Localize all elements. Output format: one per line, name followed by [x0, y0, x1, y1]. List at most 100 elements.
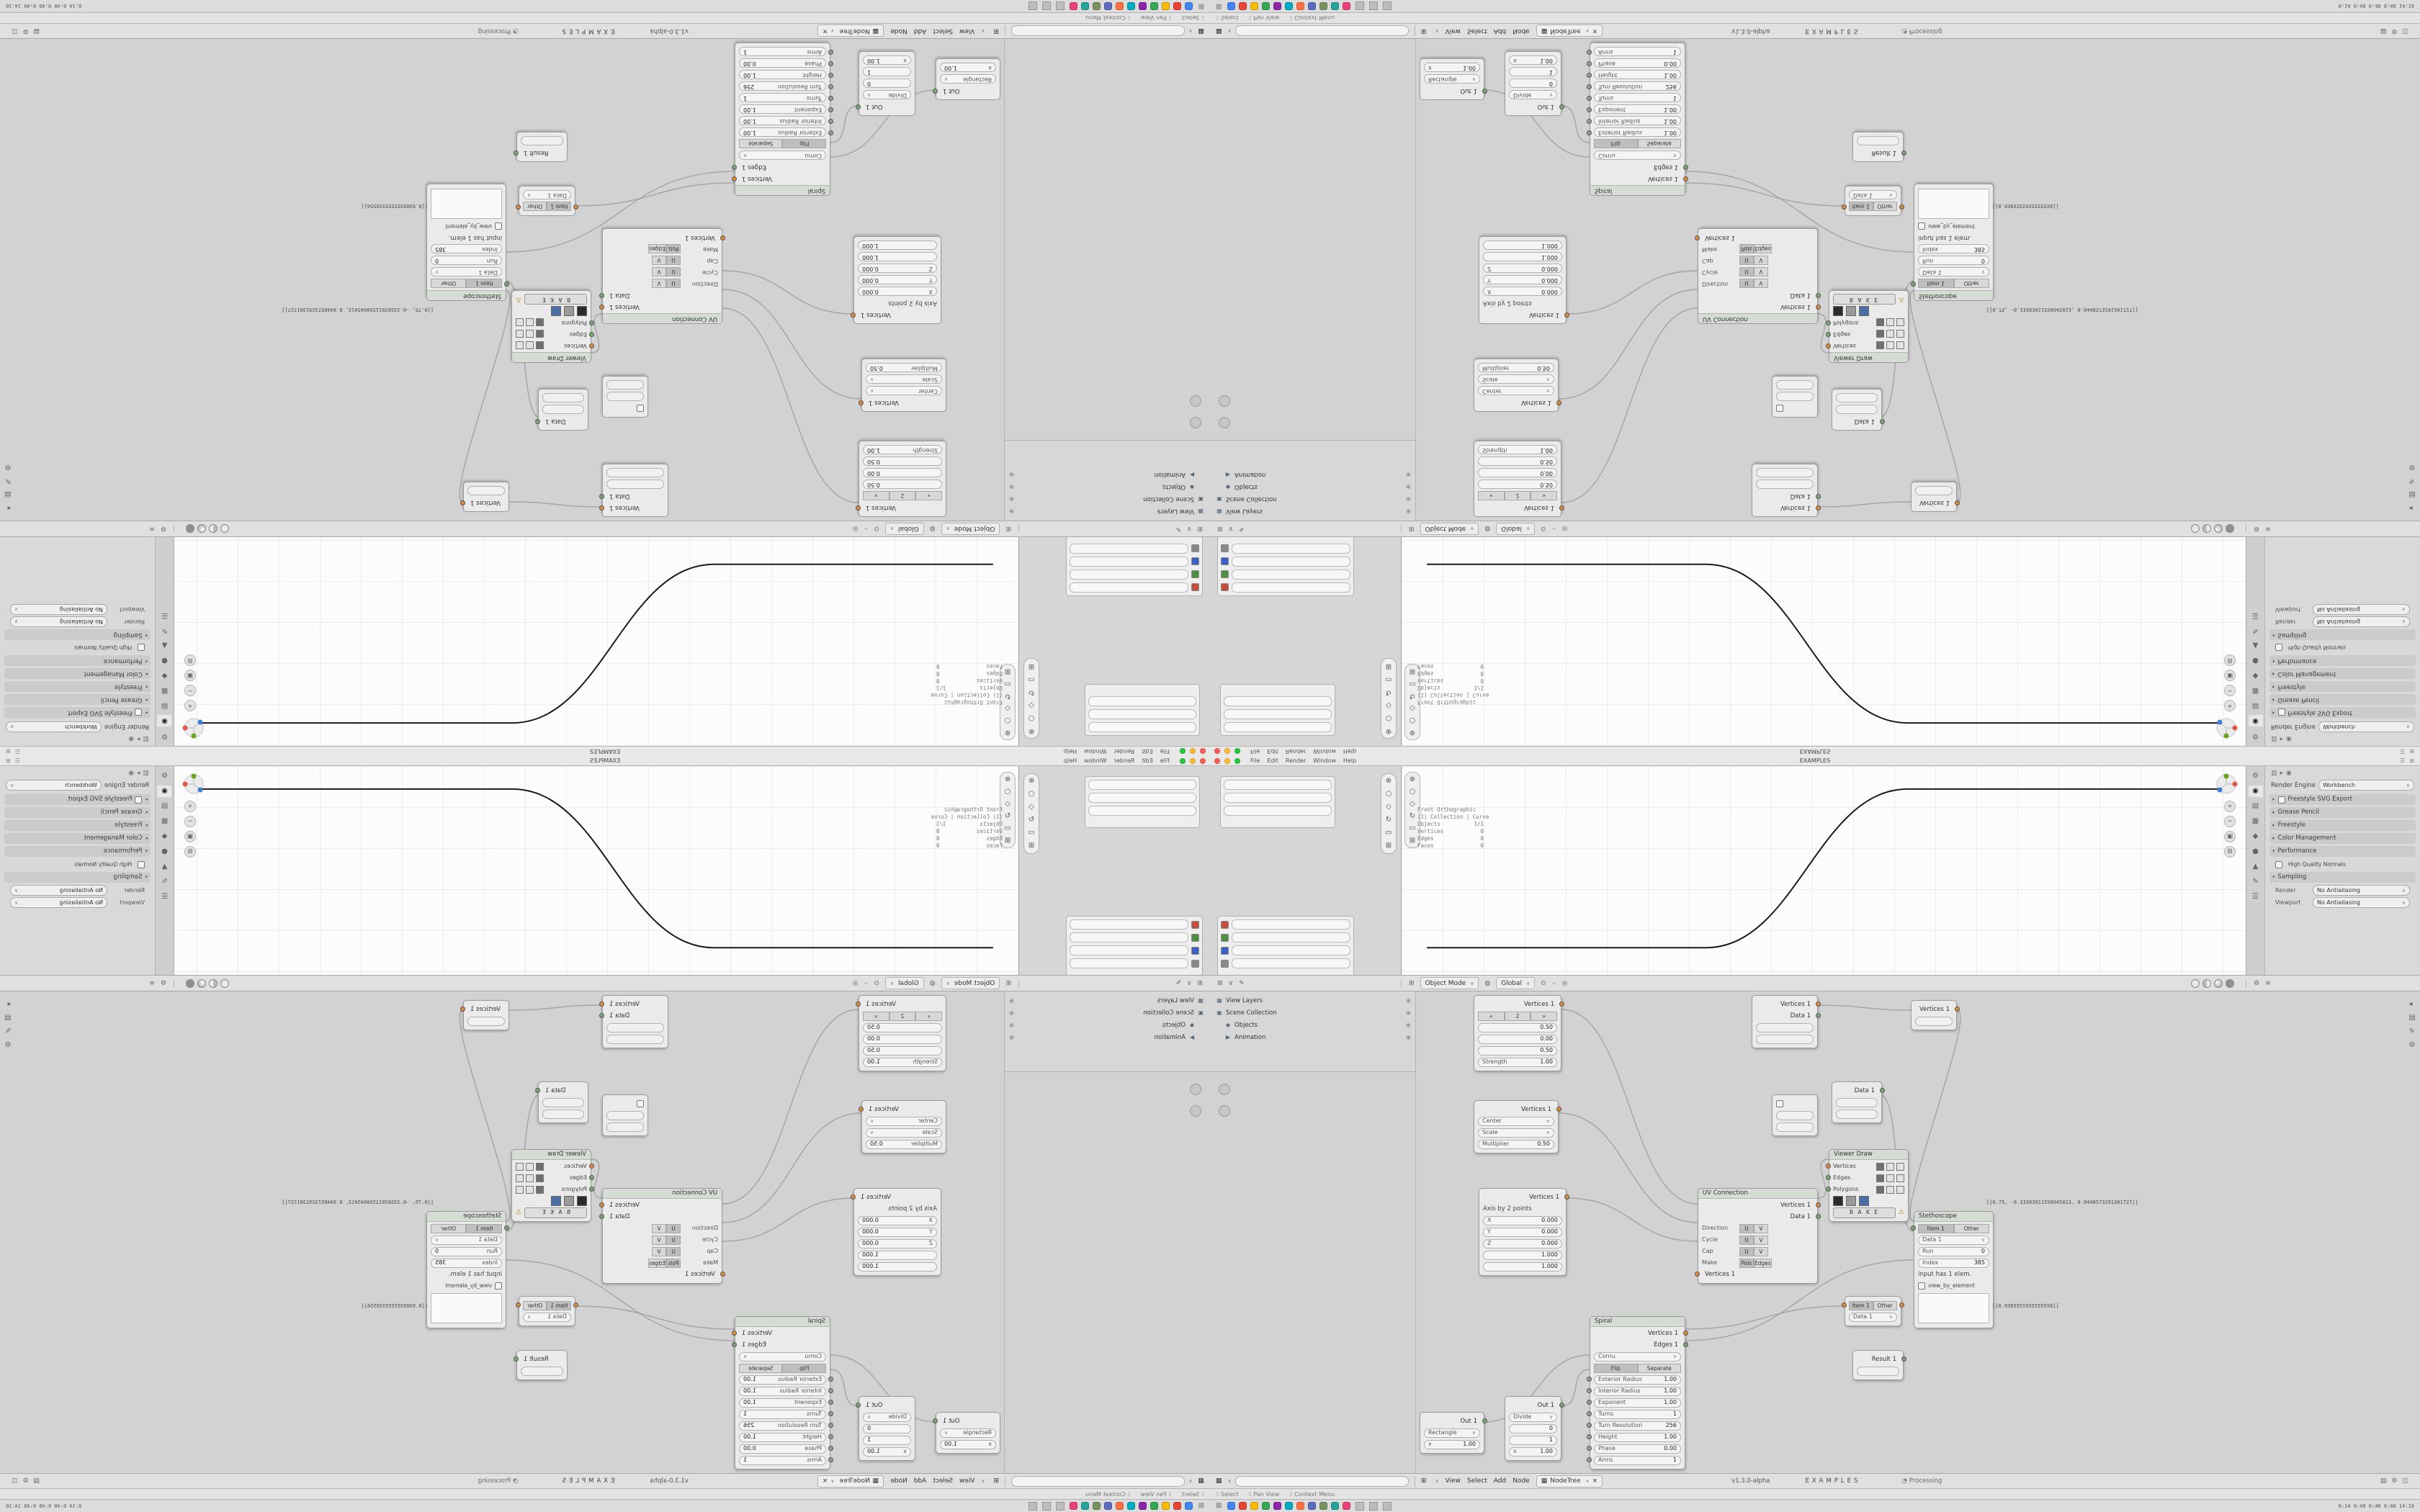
- socket-output[interactable]: [599, 305, 604, 310]
- node-menu-item[interactable]: View: [1445, 1477, 1461, 1485]
- taskbar-app-icon[interactable]: [1331, 2, 1340, 10]
- select-field[interactable]: Data 1∨: [1849, 190, 1897, 200]
- socket-output[interactable]: [732, 1342, 737, 1347]
- number-field[interactable]: 1.000: [1483, 1261, 1562, 1272]
- select-field[interactable]: Cornu∨: [739, 150, 826, 161]
- tool-icon[interactable]: ↻: [1004, 692, 1011, 700]
- stepper-button[interactable]: 2: [889, 491, 916, 501]
- field[interactable]: [1224, 709, 1332, 719]
- properties-tab-icon[interactable]: ◆: [161, 672, 168, 680]
- field[interactable]: [1776, 1122, 1814, 1132]
- socket-output[interactable]: [599, 1214, 604, 1219]
- socket-output[interactable]: [535, 419, 540, 424]
- close-window-icon[interactable]: [1200, 757, 1206, 764]
- proportional-edit-icon[interactable]: ◎: [1561, 979, 1568, 987]
- checkbox[interactable]: [637, 405, 644, 412]
- area-divider[interactable]: [1004, 39, 1005, 521]
- socket-output[interactable]: [1816, 505, 1821, 510]
- socket-output[interactable]: [1482, 1418, 1487, 1423]
- field[interactable]: [606, 380, 644, 390]
- node-title[interactable]: Stethoscope: [1914, 290, 1993, 300]
- eye-icon[interactable]: ◉: [1009, 472, 1014, 478]
- toggle-button[interactable]: Other: [1953, 1223, 1989, 1233]
- node[interactable]: [602, 1094, 648, 1136]
- toggle-button[interactable]: U: [666, 256, 681, 266]
- number-field[interactable]: 1: [863, 1435, 911, 1445]
- minimize-window-icon[interactable]: [1224, 757, 1230, 764]
- eye-icon[interactable]: ◉: [1406, 472, 1411, 478]
- socket-output[interactable]: [514, 1356, 519, 1362]
- toggle-button[interactable]: V: [652, 256, 666, 266]
- properties-panel-header[interactable]: ▸Color Management: [4, 668, 151, 679]
- overlay-button[interactable]: [1190, 1105, 1201, 1117]
- eye-icon[interactable]: ◉: [1009, 508, 1014, 515]
- toggle-square[interactable]: [1876, 1174, 1884, 1182]
- taskbar-app-icon[interactable]: [1184, 2, 1193, 10]
- tool-icon[interactable]: ↻: [1028, 816, 1035, 824]
- socket-input[interactable]: [573, 1302, 578, 1308]
- toggle-square[interactable]: [1896, 341, 1904, 350]
- area-divider[interactable]: [1004, 991, 1005, 1473]
- select-field[interactable]: Rectangle∨: [940, 1428, 996, 1438]
- tool-icon[interactable]: ○: [1028, 790, 1035, 798]
- material-shading-icon[interactable]: [2214, 524, 2223, 534]
- taskbar-app-icon[interactable]: [1126, 1502, 1135, 1510]
- properties-panel-header[interactable]: ▾Performance: [2269, 846, 2416, 857]
- number-field[interactable]: 0.00: [863, 468, 942, 478]
- color-swatch[interactable]: [1221, 570, 1229, 579]
- apps-menu-icon[interactable]: ⊞: [1216, 1502, 1222, 1510]
- properties-panel-header[interactable]: ▸Grease Pencil: [2269, 807, 2416, 818]
- field[interactable]: [1224, 806, 1332, 816]
- socket-input[interactable]: [828, 84, 833, 89]
- checkbox[interactable]: [2275, 860, 2282, 868]
- color-swatch[interactable]: [1191, 946, 1199, 955]
- socket-output[interactable]: [856, 1403, 861, 1408]
- node-menu-item[interactable]: Add: [913, 27, 927, 35]
- properties-tab-icon[interactable]: ◉: [2248, 715, 2263, 726]
- stepper-button[interactable]: »: [1531, 491, 1558, 501]
- eye-icon[interactable]: ◉: [1406, 484, 1411, 490]
- field[interactable]: [1088, 696, 1196, 706]
- taskbar-app-icon[interactable]: [1273, 2, 1282, 10]
- menu-item[interactable]: Window: [1313, 748, 1336, 755]
- split-view-icon[interactable]: ◫: [2402, 1477, 2408, 1485]
- field[interactable]: [1232, 582, 1350, 593]
- node[interactable]: Result 1: [1852, 1350, 1906, 1380]
- number-field[interactable]: 1.000: [858, 1250, 937, 1260]
- socket-input[interactable]: [828, 1377, 833, 1382]
- viewport-nav-icon[interactable]: ⊞: [2224, 846, 2236, 858]
- field[interactable]: [467, 486, 505, 496]
- socket-output[interactable]: [1556, 1107, 1561, 1112]
- socket-input[interactable]: [1587, 119, 1592, 124]
- toggle-button[interactable]: V: [1754, 267, 1768, 277]
- material-shading-icon[interactable]: [2214, 978, 2223, 988]
- properties-tab-icon[interactable]: ☰: [2252, 893, 2259, 901]
- menu-icon[interactable]: ≡: [149, 979, 155, 987]
- socket-output[interactable]: [1816, 1002, 1821, 1007]
- toggle-button[interactable]: V: [652, 1235, 666, 1245]
- select-field[interactable]: No Antialiasing∨: [2313, 604, 2410, 615]
- properties-tab-icon[interactable]: ☰: [161, 893, 168, 901]
- solid-shading-icon[interactable]: [2202, 978, 2211, 988]
- taskbar-app-icon[interactable]: [1308, 1502, 1317, 1510]
- eye-icon[interactable]: ◉: [1009, 1009, 1014, 1016]
- menu-item[interactable]: Render: [1113, 748, 1135, 755]
- viewport-nav-icon[interactable]: +: [184, 700, 196, 711]
- socket-output[interactable]: [1816, 1214, 1821, 1219]
- collapse-sidebar-icon[interactable]: ◂: [2408, 1000, 2413, 1008]
- toggle-square[interactable]: [526, 1174, 534, 1182]
- properties-panel-header[interactable]: ▸Color Management: [2269, 833, 2416, 844]
- node[interactable]: Vertices 1: [460, 1000, 509, 1030]
